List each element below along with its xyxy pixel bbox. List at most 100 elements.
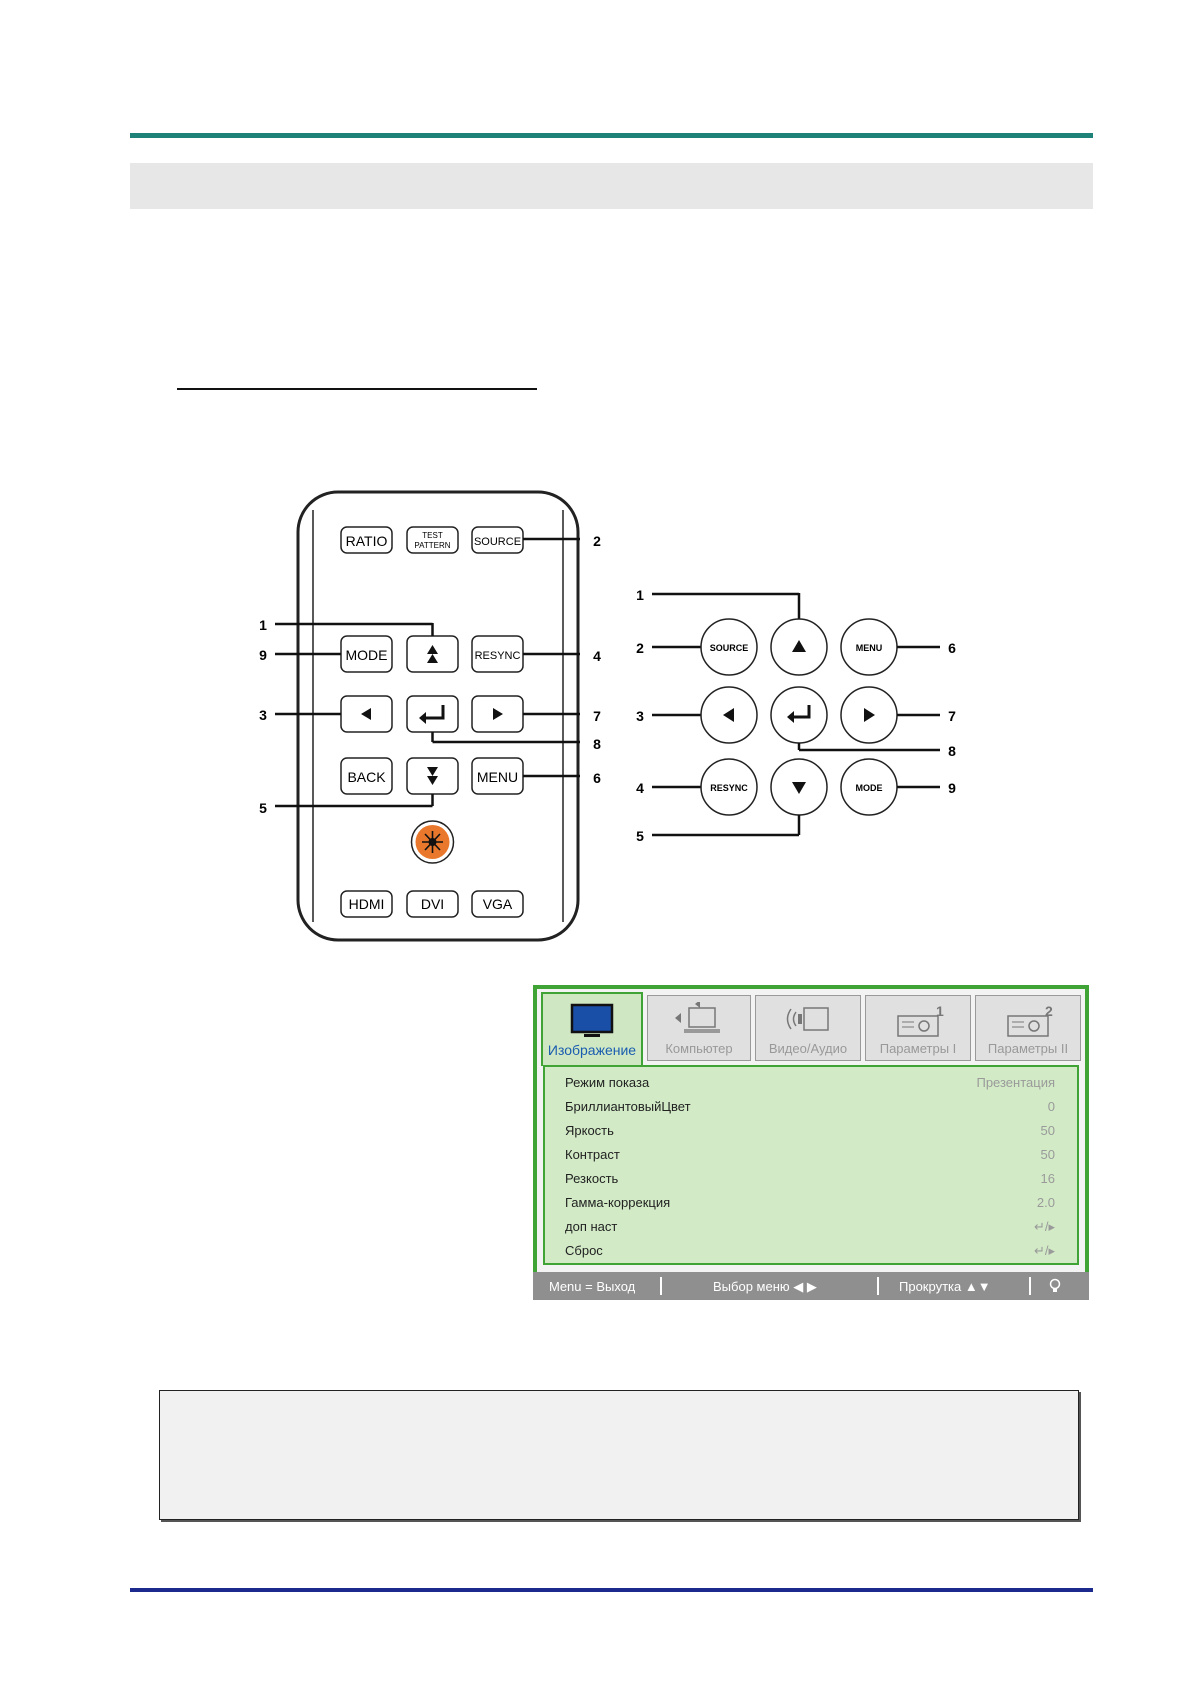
keypad-callout-mode: 9 <box>948 780 956 796</box>
footer-rule <box>130 1588 1093 1592</box>
header-band <box>130 163 1093 209</box>
osd-footer-divider <box>1029 1277 1031 1295</box>
callout-down: 5 <box>259 800 267 816</box>
tab-video-audio[interactable]: Видео/Аудио <box>755 995 861 1061</box>
keypad-left-button[interactable] <box>700 686 758 744</box>
tab-computer-label: Компьютер <box>665 1041 733 1056</box>
enter-button[interactable] <box>406 695 459 733</box>
keypad-down-button[interactable] <box>770 758 828 816</box>
keypad-callout-up: 1 <box>636 587 644 603</box>
video-audio-icon <box>786 1007 829 1031</box>
keypad-callout-right: 7 <box>948 708 956 724</box>
osd-footer-select: Выбор меню ◀ ▶ <box>713 1279 817 1294</box>
osd-footer-divider <box>877 1277 879 1295</box>
svg-text:DVI: DVI <box>421 896 444 912</box>
keypad-callout-down: 5 <box>636 828 644 844</box>
osd-footer-exit: Menu = Выход <box>549 1279 636 1294</box>
right-button[interactable] <box>471 695 524 733</box>
svg-text:HDMI: HDMI <box>349 896 385 912</box>
osd-footer-divider <box>660 1277 662 1295</box>
menu-button[interactable]: MENU <box>471 757 524 795</box>
keypad-source-button[interactable]: SOURCE <box>700 618 758 676</box>
header-rule <box>130 133 1093 138</box>
computer-icon <box>675 1002 720 1033</box>
section-heading-underline <box>177 388 537 390</box>
mode-button[interactable]: MODE <box>340 635 393 673</box>
callout-left: 3 <box>259 707 267 723</box>
callout-menu: 6 <box>593 770 601 786</box>
monitor-icon <box>570 1003 614 1037</box>
svg-text:MENU: MENU <box>856 643 883 653</box>
projector-1-icon: 1 <box>897 1003 944 1037</box>
osd-row-brightness[interactable]: Яркость 50 <box>565 1123 1055 1138</box>
callout-mode: 9 <box>259 647 267 663</box>
tab-settings-2[interactable]: 2 Параметры II <box>975 995 1081 1061</box>
ratio-button[interactable]: RATIO <box>340 526 393 554</box>
callout-up: 1 <box>259 617 267 633</box>
keypad-up-button[interactable] <box>770 618 828 676</box>
svg-text:MODE: MODE <box>346 647 388 663</box>
svg-text:1: 1 <box>936 1003 944 1019</box>
svg-text:PATTERN: PATTERN <box>414 541 450 550</box>
back-button[interactable]: BACK <box>340 757 393 795</box>
svg-text:TEST: TEST <box>422 531 443 540</box>
note-box <box>159 1390 1079 1520</box>
vga-button[interactable]: VGA <box>471 890 524 918</box>
osd-row-display-mode[interactable]: Режим показа Презентация <box>565 1075 1055 1090</box>
osd-row-contrast[interactable]: Контраст 50 <box>565 1147 1055 1162</box>
svg-text:MENU: MENU <box>477 769 518 785</box>
down-button[interactable] <box>406 757 459 795</box>
laser-button[interactable] <box>410 820 455 864</box>
keypad-callout-enter: 8 <box>948 743 956 759</box>
projector-2-icon: 2 <box>1007 1003 1053 1037</box>
keypad-callout-resync: 4 <box>636 780 644 796</box>
keypad-resync-button[interactable]: RESYNC <box>700 758 758 816</box>
resync-button[interactable]: RESYNC <box>471 635 524 673</box>
tab-settings-1[interactable]: 1 Параметры I <box>865 995 971 1061</box>
svg-text:VGA: VGA <box>483 896 513 912</box>
osd-row-gamma[interactable]: Гамма-коррекция 2.0 <box>565 1195 1055 1210</box>
callout-right: 7 <box>593 708 601 724</box>
keypad-callout-left: 3 <box>636 708 644 724</box>
tab-computer[interactable]: Компьютер <box>647 995 751 1061</box>
osd-row-sharpness[interactable]: Резкость 16 <box>565 1171 1055 1186</box>
callout-resync: 4 <box>593 648 601 664</box>
dvi-button[interactable]: DVI <box>406 890 459 918</box>
svg-text:2: 2 <box>1045 1003 1053 1019</box>
left-button[interactable] <box>340 695 393 733</box>
tab-settings-1-label: Параметры I <box>879 1041 957 1056</box>
osd-menu: Изображение Компьютер Видео/Аудио <box>533 985 1089 1300</box>
keypad-right-button[interactable] <box>840 686 898 744</box>
source-button[interactable]: SOURCE <box>471 526 524 554</box>
lamp-icon <box>1049 1278 1061 1292</box>
osd-footer: Menu = Выход Выбор меню ◀ ▶ Прокрутка ▲▼ <box>533 1272 1089 1300</box>
test-pattern-button[interactable]: TEST PATTERN <box>406 526 459 554</box>
osd-row-brilliant-color[interactable]: БриллиантовыйЦвет 0 <box>565 1099 1055 1114</box>
svg-text:RESYNC: RESYNC <box>475 650 521 662</box>
keypad-mode-button[interactable]: MODE <box>840 758 898 816</box>
keypad-diagram: 1 2 SOURCE MENU 6 3 7 8 4 RESYNC <box>636 587 956 844</box>
tab-settings-2-label: Параметры II <box>987 1041 1069 1056</box>
svg-text:RATIO: RATIO <box>346 533 388 549</box>
keypad-menu-button[interactable]: MENU <box>840 618 898 676</box>
osd-item-list: Режим показа Презентация БриллиантовыйЦв… <box>543 1065 1079 1265</box>
tab-image[interactable]: Изображение <box>541 992 643 1066</box>
svg-text:MODE: MODE <box>856 783 883 793</box>
hdmi-button[interactable]: HDMI <box>340 890 393 918</box>
keypad-enter-button[interactable] <box>770 686 828 744</box>
tab-image-label: Изображение <box>547 1042 637 1058</box>
callout-source: 2 <box>593 533 601 549</box>
tab-video-audio-label: Видео/Аудио <box>768 1041 848 1056</box>
keypad-callout-source: 2 <box>636 640 644 656</box>
svg-text:SOURCE: SOURCE <box>474 536 521 548</box>
osd-footer-scroll: Прокрутка ▲▼ <box>899 1279 991 1294</box>
up-button[interactable] <box>406 635 459 673</box>
osd-row-reset[interactable]: Сброс ↵/▸ <box>565 1243 1055 1258</box>
svg-text:RESYNC: RESYNC <box>710 783 748 793</box>
osd-panel: Изображение Компьютер Видео/Аудио <box>537 989 1085 1272</box>
svg-text:SOURCE: SOURCE <box>710 643 749 653</box>
remote-control-diagram: RATIO TEST PATTERN SOURCE 2 MODE RESYNC … <box>259 490 601 942</box>
keypad-callout-menu: 6 <box>948 640 956 656</box>
osd-row-advanced[interactable]: доп наст ↵/▸ <box>565 1219 1055 1234</box>
callout-enter: 8 <box>593 736 601 752</box>
